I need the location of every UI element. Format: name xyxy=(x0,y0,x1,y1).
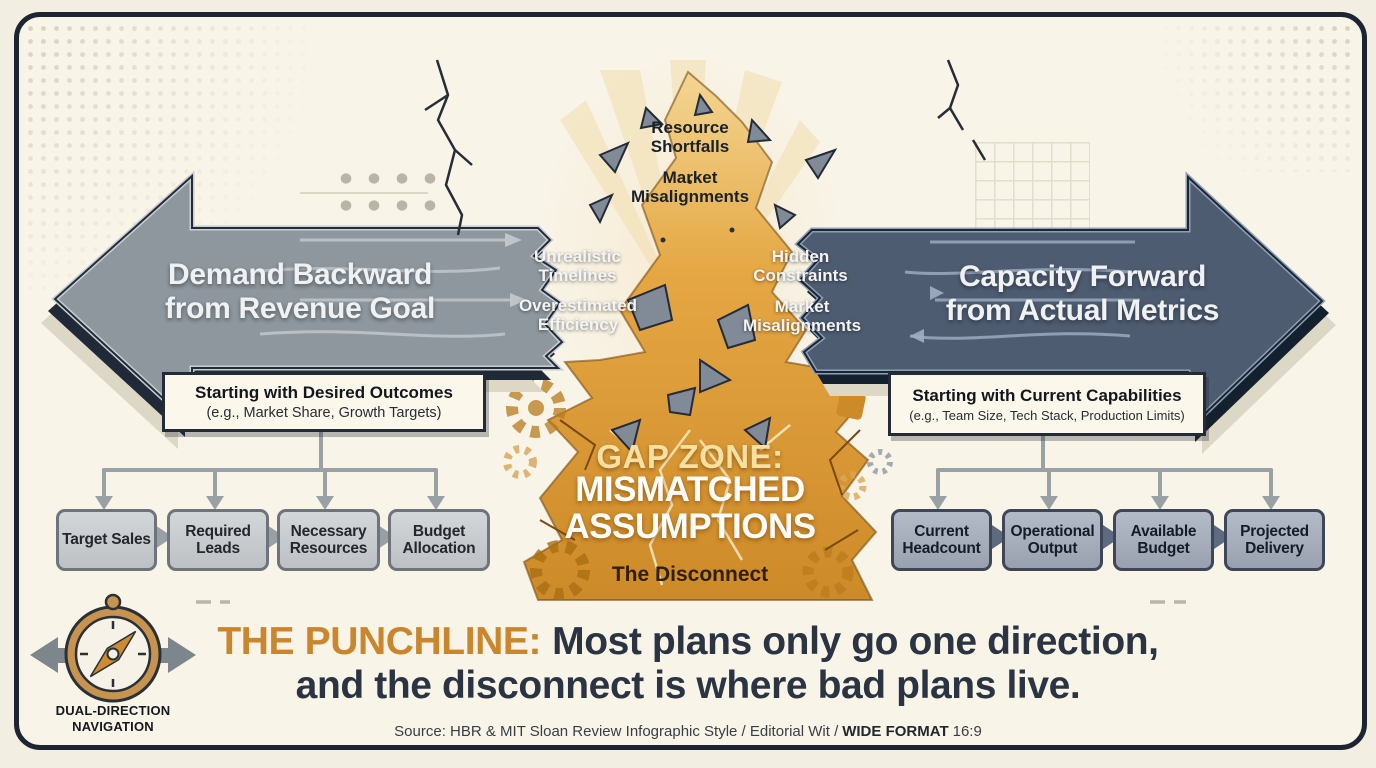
dark-crack-lines xyxy=(539,419,861,551)
chain-box: Required Leads xyxy=(167,509,269,571)
debris-shards xyxy=(588,92,838,455)
top-failure-label: Resource Shortfalls xyxy=(650,118,730,157)
line-decoration xyxy=(300,192,428,194)
right-flow-streaks xyxy=(904,240,1140,340)
right-chain-chevrons xyxy=(986,521,1232,553)
gap-zone-kicker: GAP ZONE: xyxy=(596,438,784,475)
right-failure-label: Hidden Constraints xyxy=(753,247,848,286)
streak-arrowheads xyxy=(505,233,527,307)
left-connector-fan xyxy=(102,424,438,499)
left-arrow-title: Demand Backward from Revenue Goal xyxy=(165,258,435,326)
punchline: THE PUNCHLINE:Most plans only go one dir… xyxy=(88,620,1288,708)
right-failure-label: Market Misalignments xyxy=(742,297,862,336)
left-arrow xyxy=(41,176,562,449)
left-fan-arrowheads xyxy=(95,496,445,510)
chain-box: Target Sales xyxy=(56,509,157,571)
gear-icon xyxy=(503,378,893,600)
right-arrow xyxy=(798,177,1336,454)
punchline-text1: Most plans only go one direction, xyxy=(552,620,1159,663)
left-panel-title: Starting with Desired Outcomes xyxy=(195,383,453,402)
source-prefix: Source: HBR & MIT Sloan Review Infograph… xyxy=(394,723,839,740)
left-panel-subtitle: (e.g., Market Share, Growth Targets) xyxy=(206,405,442,421)
left-failure-label: Unrealistic Timelines xyxy=(534,247,621,286)
right-panel-subtitle: (e.g., Team Size, Tech Stack, Production… xyxy=(909,407,1185,423)
grid-decoration xyxy=(975,142,1090,242)
background-crack-lines xyxy=(424,59,987,236)
streak-arrowheads xyxy=(910,286,944,343)
punchline-label: THE PUNCHLINE: xyxy=(217,620,542,663)
right-connector-fan xyxy=(936,428,1273,499)
source-line: Source: HBR & MIT Sloan Review Infograph… xyxy=(188,723,1188,740)
chain-box: Necessary Resources xyxy=(277,509,380,571)
compass-icon xyxy=(30,593,196,703)
compass-label: DUAL-DIRECTION NAVIGATION xyxy=(55,703,171,734)
left-flow-streaks xyxy=(249,238,510,338)
chain-box: Operational Output xyxy=(1002,509,1103,571)
chain-box: Available Budget xyxy=(1113,509,1214,571)
left-failure-label: Overestimated Efficiency xyxy=(518,296,638,335)
right-fan-arrowheads xyxy=(929,496,1280,510)
right-starting-panel: Starting with Current Capabilities (e.g.… xyxy=(888,372,1206,436)
dot-rows-decoration xyxy=(332,165,444,217)
source-suffix: 16:9 xyxy=(952,723,982,740)
halftone-dots-decoration xyxy=(1120,22,1350,172)
gap-zone-subtitle: The Disconnect xyxy=(611,563,769,586)
right-arrow-title: Capacity Forward from Actual Metrics xyxy=(945,260,1220,328)
chain-box: Budget Allocation xyxy=(388,509,490,571)
top-failure-label: Market Misalignments xyxy=(630,168,750,207)
right-panel-title: Starting with Current Capabilities xyxy=(912,385,1182,405)
left-starting-panel: Starting with Desired Outcomes (e.g., Ma… xyxy=(162,372,486,432)
gap-zone-title: MISMATCHED ASSUMPTIONS xyxy=(564,470,816,546)
chain-box: Current Headcount xyxy=(891,509,992,571)
punchline-line1: THE PUNCHLINE:Most plans only go one dir… xyxy=(88,620,1288,664)
punchline-line2: and the disconnect is where bad plans li… xyxy=(295,664,1081,708)
compass-ticks xyxy=(80,621,146,687)
source-bold: WIDE FORMAT xyxy=(842,723,949,740)
chain-box: Projected Delivery xyxy=(1224,509,1325,571)
